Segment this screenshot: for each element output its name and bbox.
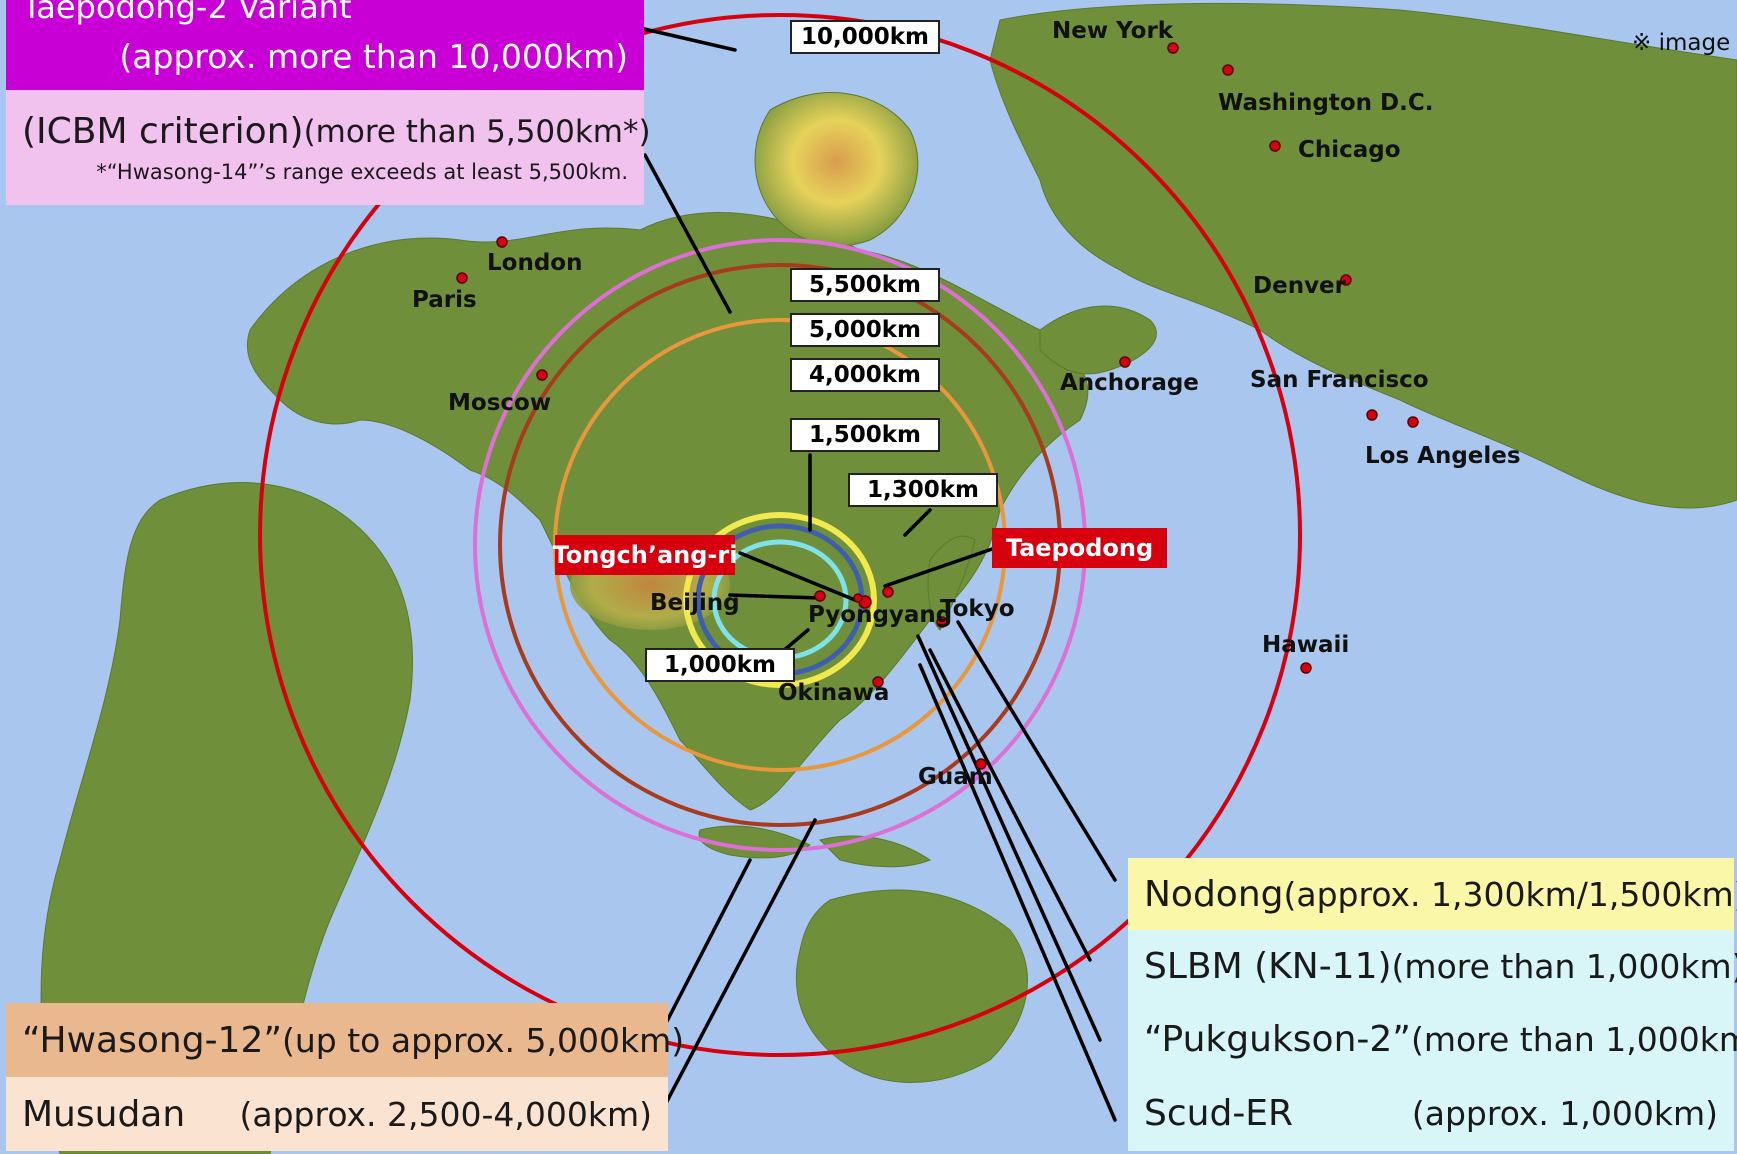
legend-bottom-right: Nodong (approx. 1,300km/1,500km) SLBM (K… xyxy=(1128,858,1737,1151)
legend-hwasong12: “Hwasong-12” (up to approx. 5,000km) xyxy=(6,1003,684,1077)
city-anchorage: Anchorage xyxy=(1060,370,1199,396)
city-beijing: Beijing xyxy=(650,590,740,616)
label-1300km: 1,300km xyxy=(848,473,998,507)
legend-slbm-range: (more than 1,000km) xyxy=(1391,947,1737,986)
city-washington: Washington D.C. xyxy=(1218,90,1434,116)
label-5000km: 5,000km xyxy=(790,313,940,347)
dot-chicago xyxy=(1269,140,1281,152)
legend-icbm: (ICBM criterion) (more than 5,500km*) *“… xyxy=(6,90,651,205)
city-okinawa: Okinawa xyxy=(778,680,890,706)
dot-taepodong xyxy=(882,586,894,598)
legend-icbm-name: (ICBM criterion) xyxy=(22,111,304,152)
australia-landmass xyxy=(795,889,1028,1083)
image-note: ※ image xyxy=(1632,30,1731,56)
legend-musudan-name: Musudan xyxy=(22,1093,186,1135)
legend-taepodong2-name: Taepodong-2 Variant xyxy=(22,0,352,26)
dot-london xyxy=(496,236,508,248)
greenland-landmass xyxy=(754,92,919,247)
legend-pukguksong2-name: “Pukgukson-2” xyxy=(1144,1019,1411,1060)
label-10000km: 10,000km xyxy=(790,20,940,54)
legend-taepodong2-range: (approx. more than 10,000km) xyxy=(119,36,628,76)
city-denver: Denver xyxy=(1253,273,1346,299)
city-pyongyang: Pyongyang xyxy=(808,602,953,628)
label-5500km: 5,500km xyxy=(790,268,940,302)
label-4000km: 4,000km xyxy=(790,358,940,392)
city-london: London xyxy=(487,250,583,276)
city-hawaii: Hawaii xyxy=(1262,632,1350,658)
range-rings xyxy=(258,13,1302,1057)
dot-guam xyxy=(975,758,987,770)
site-taepodong: Taepodong xyxy=(992,528,1167,568)
legend-hwasong12-range: (up to approx. 5,000km) xyxy=(282,1020,685,1060)
legend-slbm: SLBM (KN-11) (more than 1,000km) xyxy=(1128,930,1737,1003)
legend-scuder-range: (approx. 1,000km) xyxy=(1411,1094,1718,1133)
city-los-angeles: Los Angeles xyxy=(1365,443,1521,469)
city-guam: Guam xyxy=(918,764,993,790)
dot-new-york xyxy=(1167,42,1179,54)
legend-pukguksong2: “Pukgukson-2” (more than 1,000km) xyxy=(1128,1003,1737,1076)
dot-okinawa xyxy=(872,676,884,688)
dot-washington xyxy=(1222,64,1234,76)
legend-nodong-range: (approx. 1,300km/1,500km) xyxy=(1283,874,1737,914)
city-chicago: Chicago xyxy=(1298,137,1401,163)
dot-san-francisco xyxy=(1366,409,1378,421)
legend-taepodong2: Taepodong-2 Variant (approx. more than 1… xyxy=(6,0,644,90)
city-tokyo: Tokyo xyxy=(940,596,1015,622)
pointer-arrows xyxy=(638,26,1117,1122)
dot-los-angeles xyxy=(1407,416,1419,428)
label-1500km: 1,500km xyxy=(790,418,940,452)
legend-scuder: Scud-ER (approx. 1,000km) xyxy=(1128,1076,1734,1151)
dot-paris xyxy=(456,272,468,284)
legend-musudan: Musudan (approx. 2,500-4,000km) xyxy=(6,1077,668,1151)
legend-bottom-left: “Hwasong-12” (up to approx. 5,000km) Mus… xyxy=(6,1003,684,1151)
city-san-francisco: San Francisco xyxy=(1250,367,1429,393)
site-tongchang: Tongch’ang-ri xyxy=(553,535,737,575)
legend-icbm-note: *“Hwasong-14”’s range exceeds at least 5… xyxy=(96,160,628,184)
legend-hwasong12-name: “Hwasong-12” xyxy=(22,1019,283,1061)
alaska-landmass xyxy=(1039,305,1157,375)
city-moscow: Moscow xyxy=(448,390,552,416)
north-america-landmass xyxy=(989,2,1737,509)
dot-anchorage xyxy=(1119,356,1131,368)
dot-tokyo xyxy=(936,616,948,628)
legend-top-left: Taepodong-2 Variant (approx. more than 1… xyxy=(6,0,651,205)
dot-moscow xyxy=(536,369,548,381)
label-1000km: 1,000km xyxy=(645,648,795,682)
legend-musudan-range: (approx. 2,500-4,000km) xyxy=(239,1094,653,1134)
ring-1500km xyxy=(683,512,877,688)
legend-scuder-name: Scud-ER xyxy=(1144,1093,1294,1134)
city-new-york: New York xyxy=(1052,18,1174,44)
legend-pukguksong2-range: (more than 1,000km) xyxy=(1410,1020,1737,1059)
legend-icbm-range: (more than 5,500km*) xyxy=(303,113,651,150)
dot-tongchang xyxy=(853,593,863,603)
legend-nodong-name: Nodong xyxy=(1144,873,1284,915)
dot-denver xyxy=(1340,274,1352,286)
dot-hawaii xyxy=(1300,662,1312,674)
city-paris: Paris xyxy=(412,287,477,313)
city-dots xyxy=(456,42,1419,770)
ring-10000km xyxy=(258,13,1302,1057)
legend-nodong: Nodong (approx. 1,300km/1,500km) xyxy=(1128,858,1737,930)
legend-slbm-name: SLBM (KN-11) xyxy=(1144,946,1392,987)
dot-beijing xyxy=(814,590,826,602)
